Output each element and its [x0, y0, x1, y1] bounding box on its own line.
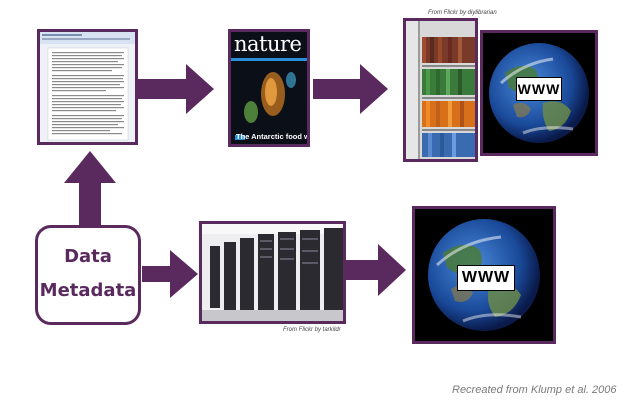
nature-cover-art	[231, 32, 307, 144]
arrow-data-to-servers	[142, 250, 198, 298]
source-credit: Recreated from Klump et al. 2006	[452, 384, 617, 396]
nature-headline: The Antarctic food web	[236, 132, 310, 141]
library-caption: From Flickr by diylibrarian	[428, 10, 497, 16]
arrow-nature-to-library	[313, 64, 388, 114]
www-label-bottom: WWW	[457, 265, 515, 291]
arrow-servers-to-www	[345, 244, 406, 296]
data-metadata-box: Data Metadata	[35, 225, 141, 325]
www-globe-bottom: WWW	[412, 206, 556, 344]
nature-cover-image: nature The Antarctic food web	[228, 29, 310, 147]
arrow-data-to-paper	[64, 151, 116, 225]
metadata-label: Metadata	[39, 280, 137, 301]
nature-masthead: nature	[234, 32, 302, 56]
bookshelf-art	[406, 21, 475, 159]
servers-caption: From Flickr by tarkildr	[283, 327, 341, 333]
server-racks-art	[202, 224, 343, 321]
server-room-image	[199, 221, 346, 324]
library-shelves-image	[403, 18, 478, 162]
data-label: Data	[64, 246, 112, 267]
arrow-paper-to-nature	[137, 64, 214, 114]
www-globe-top: WWW	[480, 30, 598, 156]
document-thumbnail	[40, 32, 135, 142]
paper-document-image	[37, 29, 138, 145]
www-label-top: WWW	[516, 77, 562, 101]
